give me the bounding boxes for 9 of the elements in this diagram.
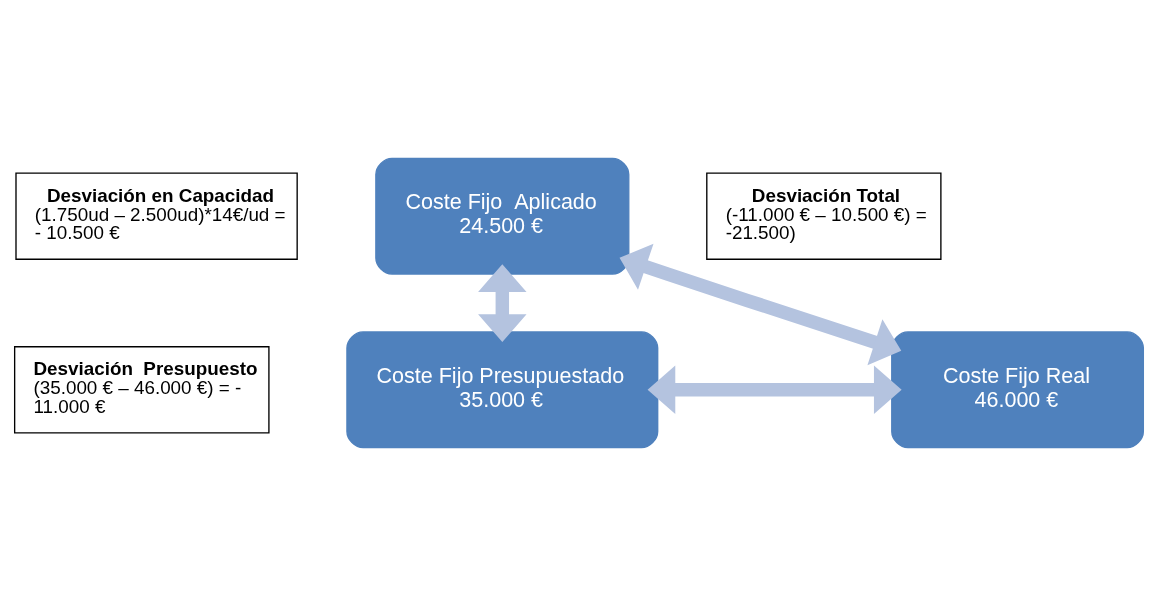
node-box: Desviación en Capacidad (1.750ud – 2.500ud)*14€/ud = - 10.500 € [15,172,298,260]
arrow [619,243,902,366]
node-box: Desviación Presupuesto (35.000 € – 46.000 €) = - 11.000 € [13,346,270,434]
node-box: Coste Fijo Presupuestado 35.000 € [346,331,659,449]
arrow [647,365,902,414]
arrow [478,264,527,342]
node-box: Coste Fijo Aplicado 24.500 € [375,157,630,275]
node-box: Coste Fijo Real 46.000 € [891,331,1145,449]
node-box: Desviación Total (-11.000 € – 10.500 €) = -21.500) [706,172,942,260]
